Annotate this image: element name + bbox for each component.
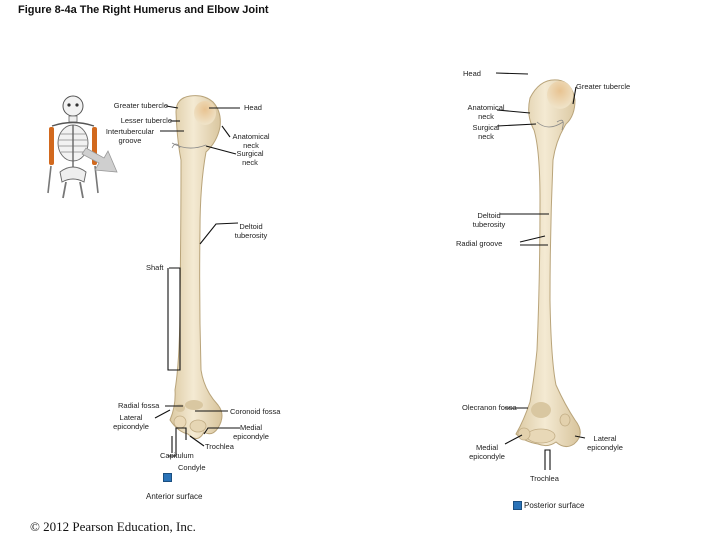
label-posterior-radial-groove: Radial groove xyxy=(456,239,503,248)
label-posterior-anatomical-neck: Anatomical neck xyxy=(467,103,505,121)
posterior-humerus xyxy=(515,79,581,448)
copyright-notice: © 2012 Pearson Education, Inc. xyxy=(30,519,196,534)
label-anterior-anatomical-neck: Anatomical neck xyxy=(232,132,270,150)
label-anterior-surface: Anterior surface xyxy=(146,492,203,501)
label-anterior-lateral-epicondyle: Lateral epicondyle xyxy=(113,413,149,431)
label-anterior-trochlea: Trochlea xyxy=(205,442,234,451)
anterior-humerus xyxy=(169,95,223,439)
label-posterior-deltoid-tuberosity: Deltoid tuberosity xyxy=(472,211,506,229)
label-posterior-surgical-neck: Surgical neck xyxy=(472,123,500,141)
label-posterior-olecranon-fossa: Olecranon fossa xyxy=(462,403,517,412)
label-anterior-radial-fossa: Radial fossa xyxy=(118,401,160,410)
anterior-leader-lines xyxy=(154,105,240,457)
label-posterior-surface: Posterior surface xyxy=(524,501,585,510)
label-anterior-intertubercular-groove: Intertubercular groove xyxy=(105,127,155,145)
label-posterior-medial-epicondyle: Medial epicondyle xyxy=(469,443,505,461)
label-posterior-trochlea: Trochlea xyxy=(530,474,559,483)
label-posterior-greater-tubercle: Greater tubercle xyxy=(576,82,631,91)
figure-title: Figure 8-4a The Right Humerus and Elbow … xyxy=(18,4,269,16)
label-posterior-head: Head xyxy=(463,69,481,78)
posterior-leader-lines xyxy=(495,72,586,470)
posterior-info-icon[interactable] xyxy=(513,501,522,510)
label-anterior-capitulum: Capitulum xyxy=(160,451,194,460)
label-anterior-medial-epicondyle: Medial epicondyle xyxy=(233,423,269,441)
label-anterior-surgical-neck: Surgical neck xyxy=(236,149,264,167)
skeleton-thumbnail xyxy=(47,95,118,199)
label-anterior-deltoid-tuberosity: Deltoid tuberosity xyxy=(234,222,268,240)
label-anterior-condyle: Condyle xyxy=(178,463,206,472)
label-anterior-shaft: Shaft xyxy=(146,263,164,272)
label-posterior-lateral-epicondyle: Lateral epicondyle xyxy=(587,434,623,452)
label-anterior-greater-tubercle: Greater tubercle xyxy=(113,101,168,110)
label-anterior-coronoid-fossa: Coronoid fossa xyxy=(230,407,281,416)
anterior-info-icon[interactable] xyxy=(163,473,172,482)
label-anterior-head: Head xyxy=(244,103,262,112)
label-anterior-lesser-tubercle: Lesser tubercle xyxy=(120,116,172,125)
